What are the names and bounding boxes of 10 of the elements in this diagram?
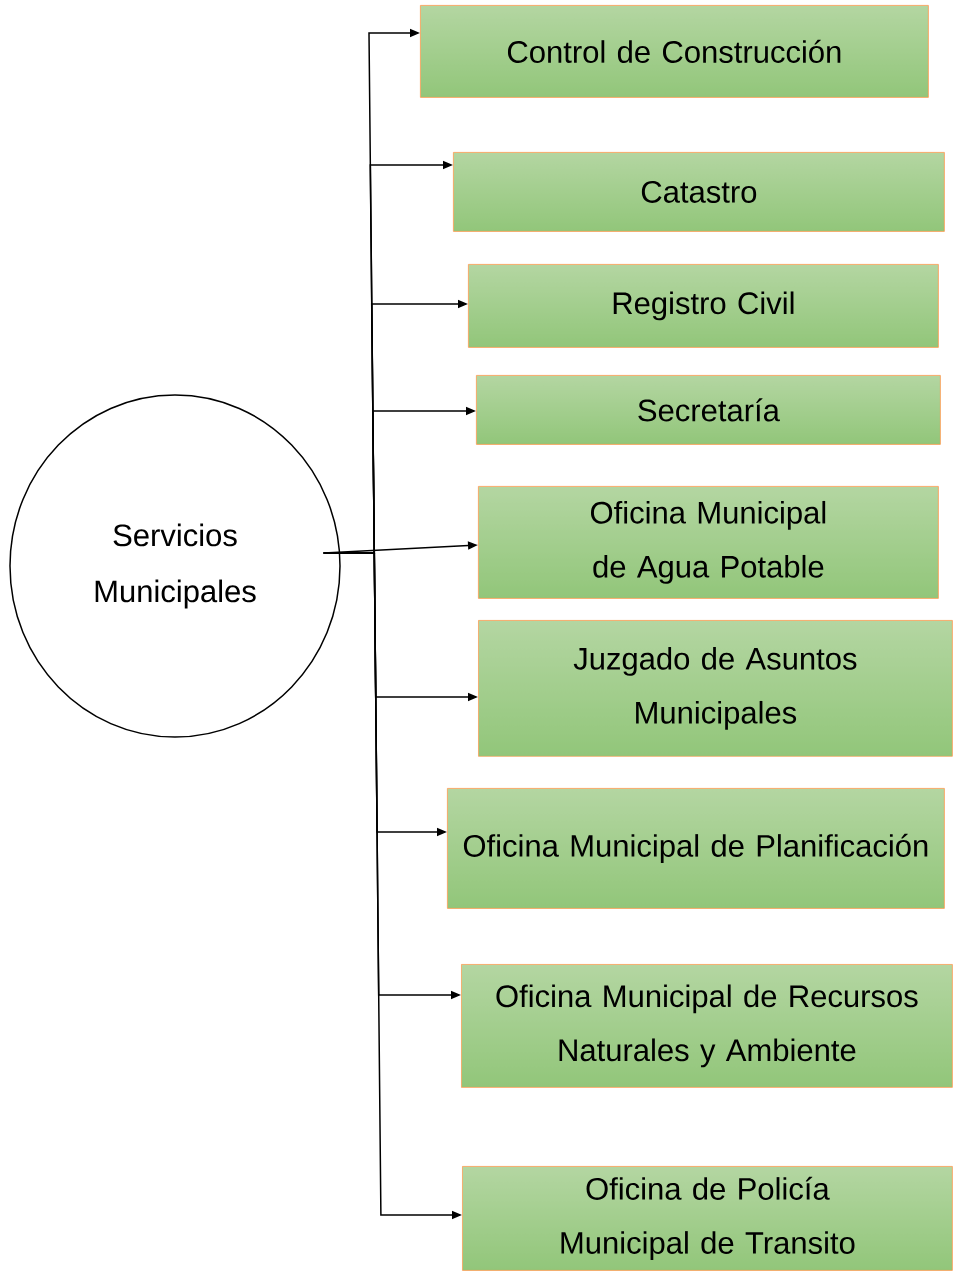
process-box: Oficina Municipal de Agua Potable xyxy=(478,486,939,599)
process-box: Catastro xyxy=(453,152,945,232)
process-box: Oficina Municipal de Recursos Naturales y Ambiente xyxy=(461,964,953,1088)
process-box: Secretaría xyxy=(476,375,941,445)
process-box: Control de Construcción xyxy=(420,5,929,98)
process-box: Registro Civil xyxy=(468,264,939,348)
process-box: Oficina Municipal de Planificación xyxy=(447,788,945,909)
process-box: Juzgado de Asuntos Municipales xyxy=(478,620,953,757)
process-box: Oficina de Policía Municipal de Transito xyxy=(462,1166,953,1271)
circle-node: Servicios Municipales xyxy=(9,394,341,738)
